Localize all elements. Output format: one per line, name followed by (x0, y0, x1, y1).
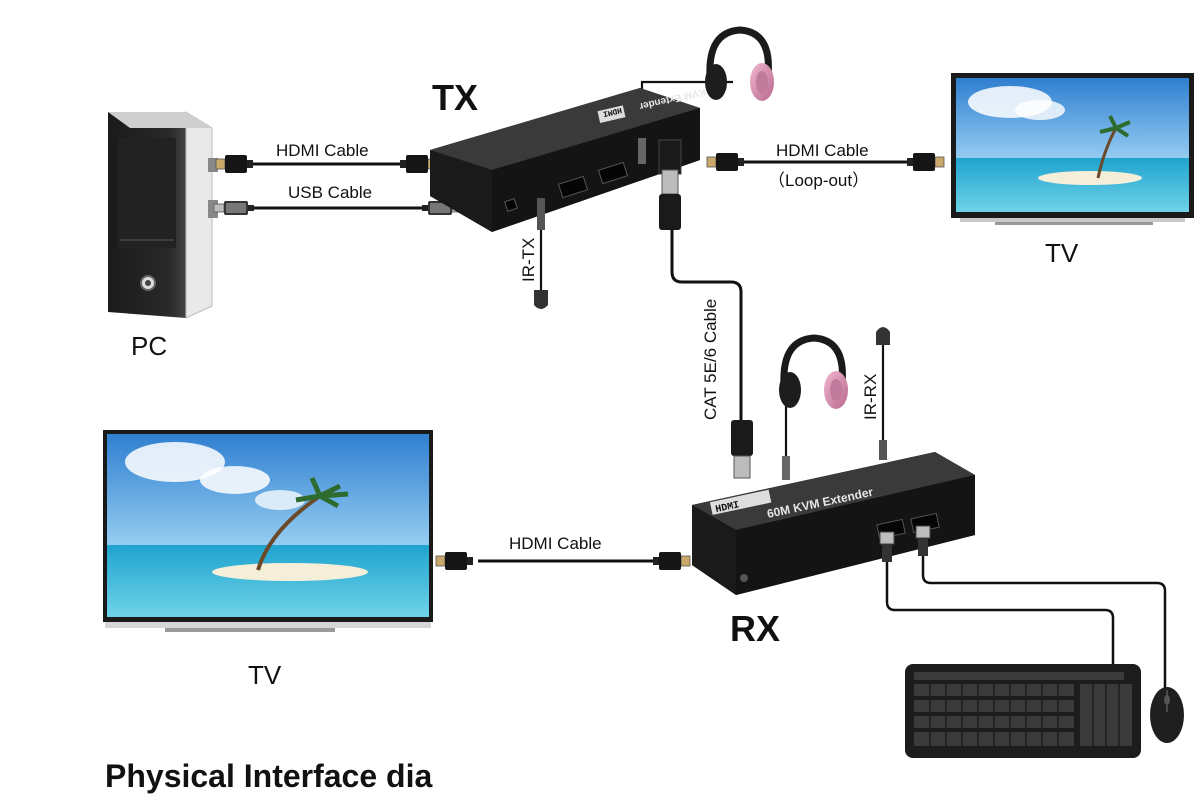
tv-left-hdmi-plug (435, 551, 474, 571)
tv-right (951, 73, 1194, 225)
tx-headphone-plug (638, 138, 646, 164)
hdmi-cable-pc-label: HDMI Cable (276, 141, 369, 160)
keyboard-cable (885, 560, 1115, 666)
kvm-extender-diagram: HDMI 60M KVM Extender (103, 26, 1194, 758)
hdmi-cable-rx-label: HDMI Cable (509, 534, 602, 553)
pc-usb-plug (213, 200, 255, 216)
rx-headphone-plug (782, 456, 790, 480)
tx-title: TX (432, 77, 478, 118)
cat-cable-line (670, 228, 743, 422)
hdmi-cable-loop-label: HDMI Cable (776, 141, 869, 160)
tv-left-label: TV (248, 660, 282, 690)
mouse-cable (921, 555, 1167, 690)
ir-tx-label: IR-TX (519, 238, 538, 282)
footer-heading: Physical Interface dia (105, 758, 433, 794)
rx-hdmi-plug (652, 551, 691, 571)
rx-headphones-icon (779, 334, 848, 409)
tv-right-hdmi-plug (906, 152, 945, 172)
tx-headphones-icon (705, 26, 774, 101)
pc-label: PC (131, 331, 167, 361)
tv-left (103, 430, 433, 632)
tv-right-label: TV (1045, 238, 1079, 268)
tx-rj45-plug (658, 139, 682, 230)
rx-usb-mouse-plug (915, 525, 931, 556)
usb-cable-label: USB Cable (288, 183, 372, 202)
ir-rx-emitter (876, 327, 890, 345)
rx-rj45-plug (731, 420, 753, 479)
mouse-icon (1150, 687, 1184, 743)
pc-hdmi-plug (215, 154, 254, 174)
tx-loop-hdmi-plug (706, 152, 745, 172)
ir-tx-receiver (534, 290, 548, 309)
ir-rx-label: IR-RX (861, 374, 880, 420)
loop-out-label: （Loop-out） (768, 171, 869, 190)
tx-extender: HDMI 60M KVM Extender (430, 81, 728, 232)
rx-logo: HDMI (715, 500, 741, 516)
tx-logo: HDMI (602, 105, 623, 118)
rx-title: RX (730, 608, 780, 649)
pc-tower (108, 111, 218, 319)
rx-usb-keyboard-plug (879, 531, 895, 562)
rx-extender: HDMI 60M KVM Extender (692, 452, 975, 595)
cables (252, 80, 1167, 690)
cat-cable-label: CAT 5E/6 Cable (701, 299, 720, 420)
keyboard-icon (905, 664, 1141, 758)
